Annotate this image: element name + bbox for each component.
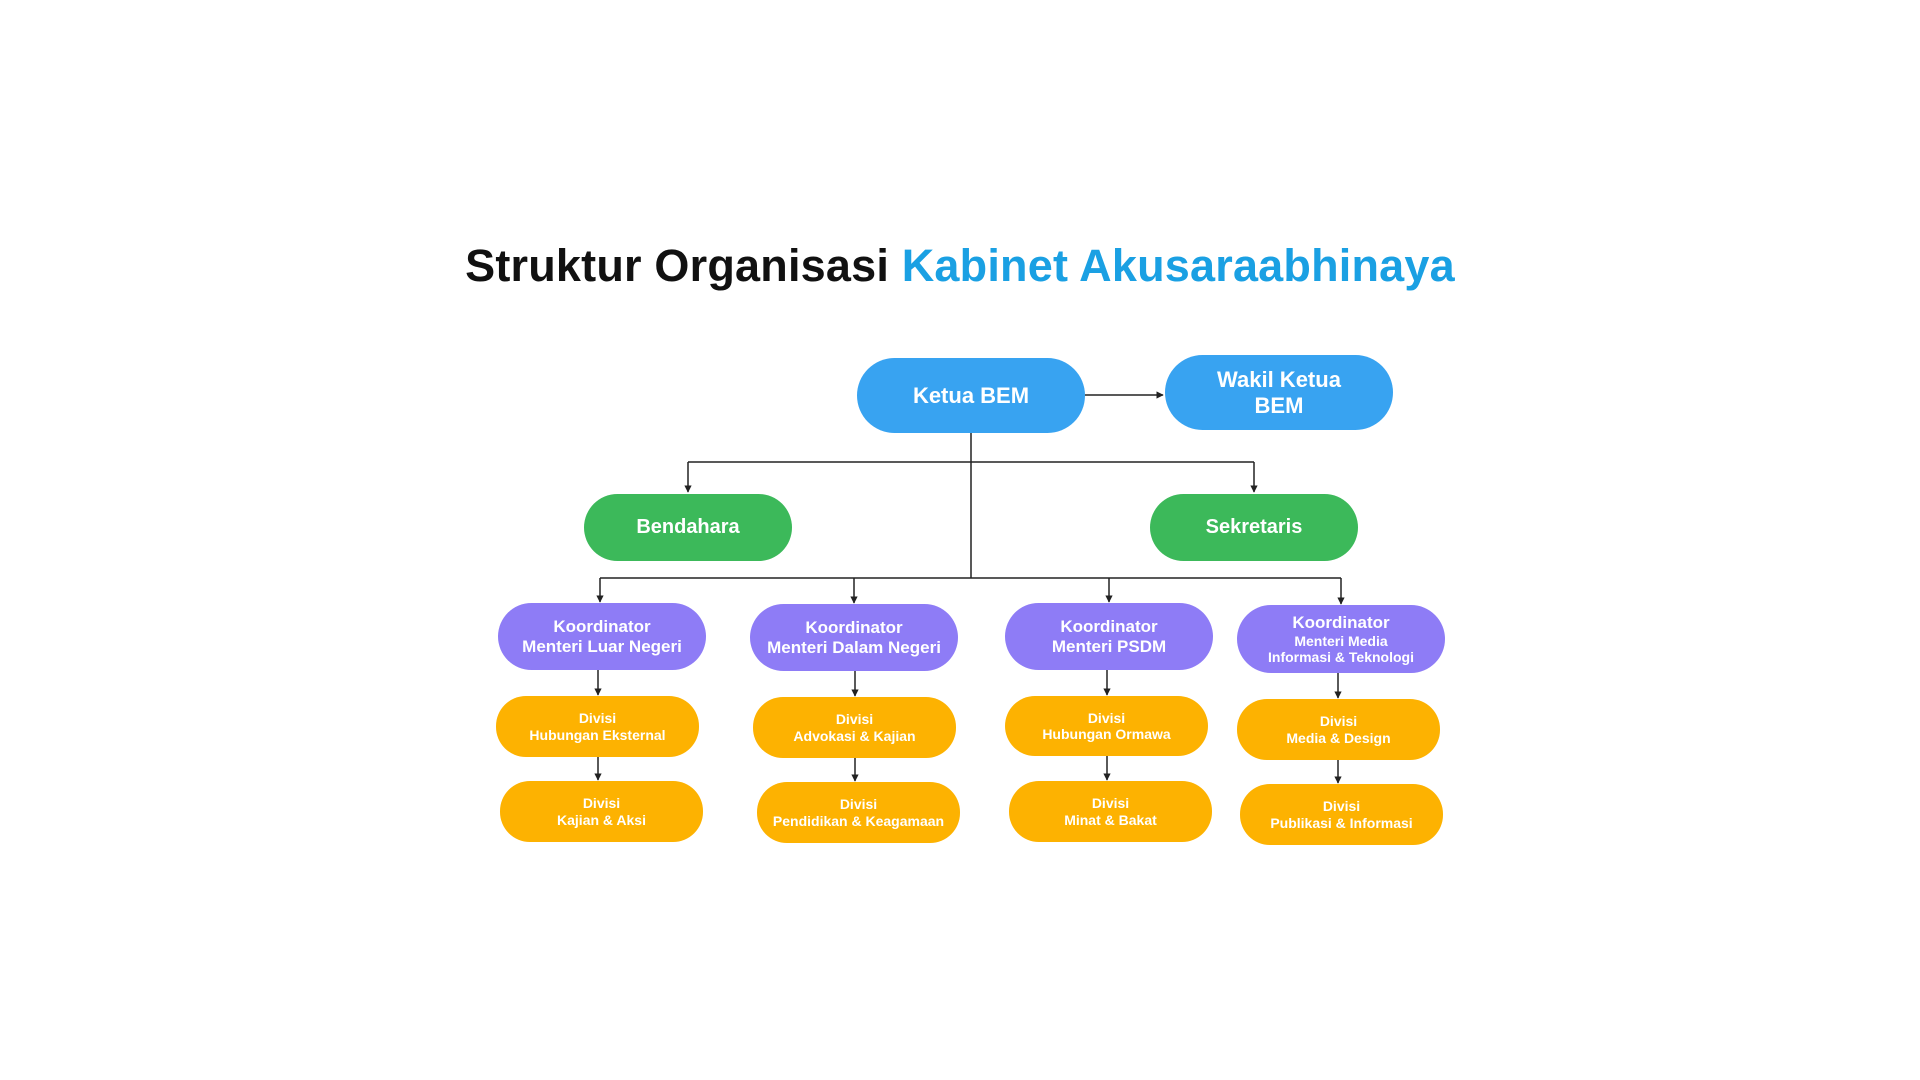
division-2-2-line-1: Divisi bbox=[839, 796, 878, 813]
node-coordinator-psdm: Koordinator Menteri PSDM bbox=[1005, 603, 1213, 670]
node-sekretaris: Sekretaris bbox=[1150, 494, 1358, 561]
division-2-1-line-2: Advokasi & Kajian bbox=[793, 727, 916, 744]
node-divisi-hubungan-eksternal: Divisi Hubungan Eksternal bbox=[496, 696, 699, 757]
division-1-2-line-1: Divisi bbox=[582, 795, 621, 812]
coordinator-1-line-2: Menteri Luar Negeri bbox=[522, 636, 682, 656]
division-4-1-line-2: Media & Design bbox=[1286, 729, 1391, 746]
coordinator-4-line-1: Koordinator bbox=[1292, 613, 1390, 633]
coordinator-2-line-2: Menteri Dalam Negeri bbox=[767, 637, 941, 657]
node-coordinator-dalam-negeri: Koordinator Menteri Dalam Negeri bbox=[750, 604, 958, 671]
chart-title: Struktur Organisasi Kabinet Akusaraabhin… bbox=[0, 240, 1920, 292]
division-3-1-line-1: Divisi bbox=[1087, 709, 1126, 726]
node-divisi-advokasi-kajian: Divisi Advokasi & Kajian bbox=[753, 697, 956, 758]
node-wakil-ketua-bem: Wakil Ketua BEM bbox=[1165, 355, 1393, 430]
node-divisi-kajian-aksi: Divisi Kajian & Aksi bbox=[500, 781, 703, 842]
coordinator-4-line-2: Menteri Media bbox=[1294, 632, 1388, 649]
division-4-1-line-1: Divisi bbox=[1319, 713, 1358, 730]
division-3-2-line-1: Divisi bbox=[1091, 795, 1130, 812]
division-3-1-line-2: Hubungan Ormawa bbox=[1042, 726, 1171, 742]
node-ketua-bem-label: Ketua BEM bbox=[912, 382, 1030, 408]
node-divisi-pendidikan-keagamaan: Divisi Pendidikan & Keagamaan bbox=[757, 782, 960, 843]
title-accent: Kabinet Akusaraabhinaya bbox=[901, 240, 1455, 291]
node-coordinator-media: Koordinator Menteri Media Informasi & Te… bbox=[1237, 605, 1445, 673]
node-divisi-publikasi-informasi: Divisi Publikasi & Informasi bbox=[1240, 784, 1443, 845]
node-divisi-hubungan-ormawa: Divisi Hubungan Ormawa bbox=[1005, 696, 1208, 756]
coordinator-3-line-2: Menteri PSDM bbox=[1051, 636, 1167, 656]
division-2-2-line-2: Pendidikan & Keagamaan bbox=[772, 812, 945, 829]
node-sekretaris-label: Sekretaris bbox=[1205, 516, 1303, 538]
node-ketua-bem: Ketua BEM bbox=[857, 358, 1085, 433]
division-2-1-line-1: Divisi bbox=[835, 711, 874, 728]
division-4-2-line-2: Publikasi & Informasi bbox=[1270, 814, 1413, 831]
node-coordinator-luar-negeri: Koordinator Menteri Luar Negeri bbox=[498, 603, 706, 670]
coordinator-2-line-1: Koordinator bbox=[805, 617, 903, 637]
node-divisi-minat-bakat: Divisi Minat & Bakat bbox=[1009, 781, 1212, 842]
division-4-2-line-1: Divisi bbox=[1322, 798, 1361, 815]
division-1-1-line-2: Hubungan Eksternal bbox=[529, 726, 666, 743]
node-bendahara-label: Bendahara bbox=[636, 516, 740, 538]
coordinator-3-line-1: Koordinator bbox=[1060, 616, 1158, 636]
division-1-2-line-2: Kajian & Aksi bbox=[557, 811, 646, 828]
division-1-1-line-1: Divisi bbox=[578, 710, 617, 727]
coordinator-1-line-1: Koordinator bbox=[553, 616, 651, 636]
division-3-2-line-2: Minat & Bakat bbox=[1064, 811, 1157, 828]
node-bendahara: Bendahara bbox=[584, 494, 792, 561]
coordinator-4-line-3: Informasi & Teknologi bbox=[1268, 648, 1414, 665]
node-divisi-media-design: Divisi Media & Design bbox=[1237, 699, 1440, 760]
title-main: Struktur Organisasi bbox=[465, 240, 890, 291]
node-wakil-line-1: Wakil Ketua bbox=[1217, 367, 1341, 393]
node-wakil-line-2: BEM bbox=[1254, 392, 1304, 418]
